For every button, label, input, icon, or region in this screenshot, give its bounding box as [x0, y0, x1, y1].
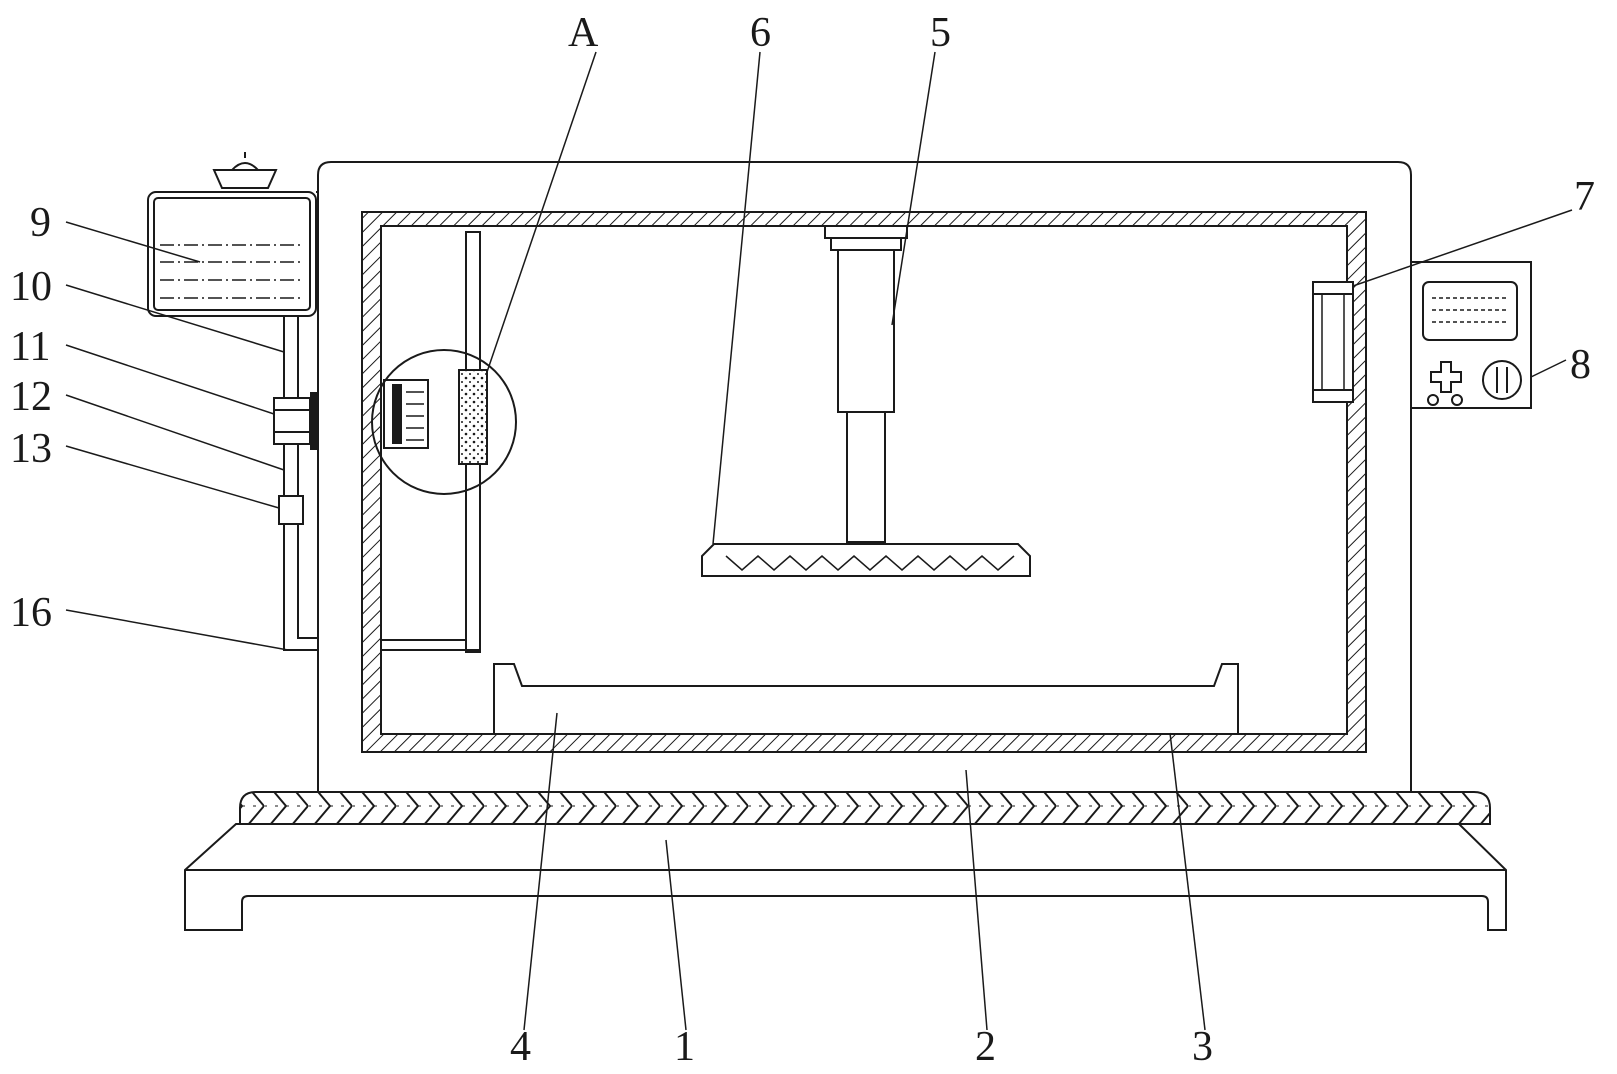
- label-9: 9: [30, 200, 51, 246]
- label-7: 7: [1574, 174, 1595, 220]
- label-6: 6: [750, 10, 771, 56]
- label-11: 11: [10, 324, 50, 370]
- outer-pipe: [284, 316, 318, 650]
- wall-fan: [384, 380, 428, 448]
- label-8: 8: [1570, 342, 1591, 388]
- label-10: 10: [10, 264, 52, 310]
- label-12: 12: [10, 374, 52, 420]
- label-1: 1: [674, 1024, 695, 1070]
- base-stand: [185, 824, 1506, 930]
- label-a: A: [568, 10, 599, 56]
- label-5: 5: [930, 10, 951, 56]
- cushion-pad: [240, 792, 1490, 824]
- label-13: 13: [10, 426, 52, 472]
- label-16: 16: [10, 590, 52, 636]
- label-2: 2: [975, 1024, 996, 1070]
- control-valve: [279, 496, 303, 524]
- control-panel: [1411, 262, 1531, 408]
- spray-nozzle: [459, 370, 487, 464]
- tank-cap: [214, 152, 276, 188]
- water-pump: [274, 392, 318, 450]
- heater-element: [1313, 282, 1353, 402]
- label-3: 3: [1192, 1024, 1213, 1070]
- pressing-plate: [702, 544, 1030, 576]
- label-4: 4: [510, 1024, 531, 1070]
